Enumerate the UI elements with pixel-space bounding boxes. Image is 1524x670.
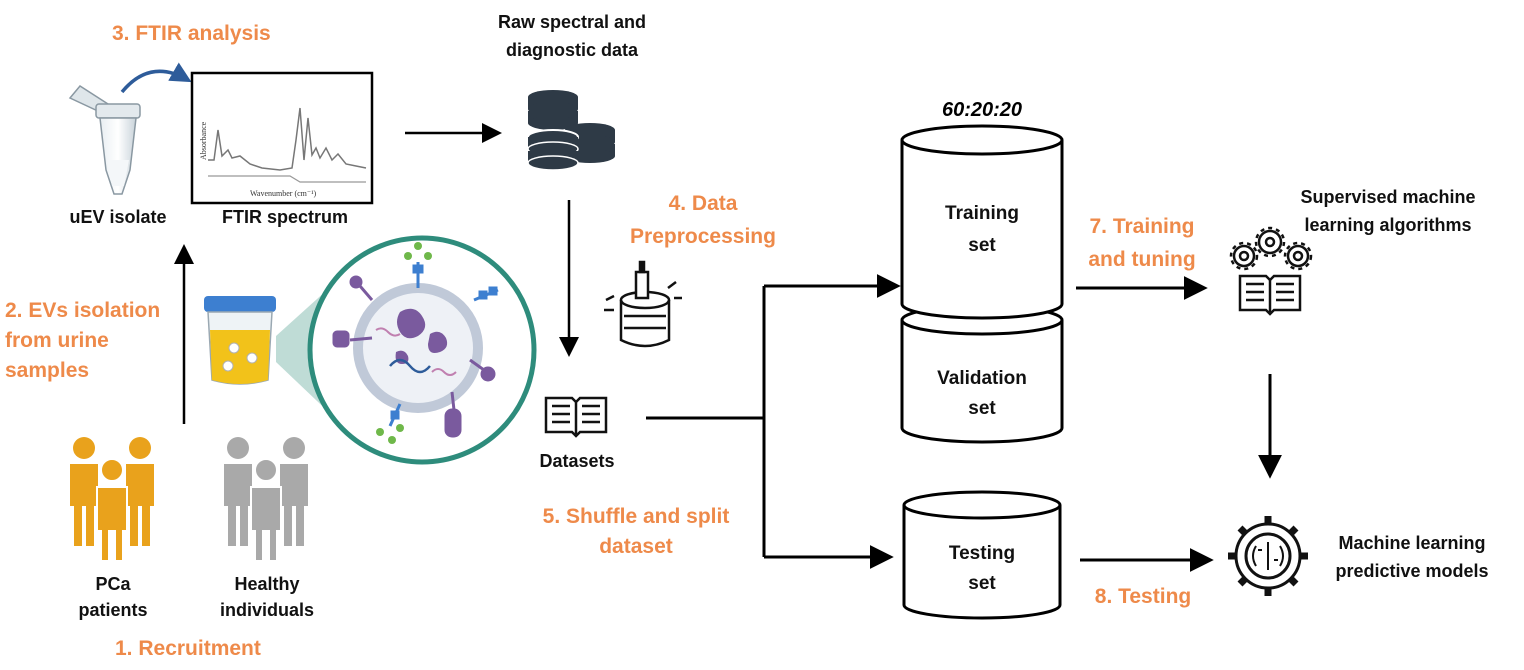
training-cylinder: [900, 124, 1064, 320]
ev-icon: [307, 235, 537, 465]
curved-arrow: [120, 62, 192, 94]
step-training-tuning-1: 7. Training: [1089, 215, 1194, 238]
label-healthy-1: Healthy: [234, 574, 299, 594]
label-pca-2: patients: [78, 600, 147, 620]
people-icon: [70, 437, 154, 562]
testing-label-1: Testing: [949, 543, 1015, 564]
label-healthy-2: individuals: [220, 600, 314, 620]
label-raw-data-2: diagnostic data: [506, 40, 639, 60]
testing-label-2: set: [968, 573, 996, 594]
split-ratio: 60:20:20: [942, 99, 1022, 121]
label-uev-isolate: uEV isolate: [69, 207, 166, 227]
book-icon: [544, 396, 608, 438]
step-shuffle-split-1: 5. Shuffle and split: [543, 505, 730, 528]
tube-icon: [68, 85, 141, 195]
step-testing: 8. Testing: [1095, 585, 1191, 608]
step-shuffle-split-2: dataset: [599, 535, 673, 558]
step-data-preprocessing-1: 4. Data: [669, 192, 738, 215]
training-label-1: Training: [945, 203, 1019, 224]
step-training-tuning-2: and tuning: [1088, 248, 1195, 271]
validation-label-1: Validation: [937, 368, 1027, 389]
label-ml-models-2: predictive models: [1335, 561, 1488, 581]
spectrum-icon: Absorbance Wavenumber (cm⁻¹): [190, 71, 374, 205]
training-label-2: set: [968, 235, 996, 256]
urine-cup-icon: [204, 296, 276, 385]
database-icon: [527, 90, 615, 171]
step-ev-isolation-3: samples: [5, 359, 89, 382]
step-ev-isolation-1: 2. EVs isolation: [5, 299, 160, 322]
step-recruitment: 1. Recruitment: [115, 637, 261, 660]
step-ftir-analysis: 3. FTIR analysis: [112, 22, 271, 45]
brain-gear-icon: [1228, 516, 1308, 596]
step-ev-isolation-2: from urine: [5, 329, 109, 352]
people-icon: [224, 437, 308, 562]
cleaning-icon: [604, 260, 682, 348]
split-arrows: [646, 274, 901, 569]
spectrum-ylabel: Absorbance: [199, 121, 208, 160]
label-supervised-2: learning algorithms: [1304, 215, 1471, 235]
validation-label-2: set: [968, 398, 996, 419]
label-ftir-spectrum: FTIR spectrum: [222, 207, 348, 227]
label-raw-data-1: Raw spectral and: [498, 12, 646, 32]
label-ml-models-1: Machine learning: [1338, 533, 1485, 553]
label-supervised-1: Supervised machine: [1300, 187, 1475, 207]
spectrum-xlabel: Wavenumber (cm⁻¹): [250, 189, 317, 198]
label-datasets: Datasets: [539, 451, 614, 471]
testing-cylinder: [902, 490, 1062, 620]
gears-book-icon: [1229, 226, 1313, 316]
step-data-preprocessing-2: Preprocessing: [630, 225, 776, 248]
label-pca-1: PCa: [95, 574, 131, 594]
